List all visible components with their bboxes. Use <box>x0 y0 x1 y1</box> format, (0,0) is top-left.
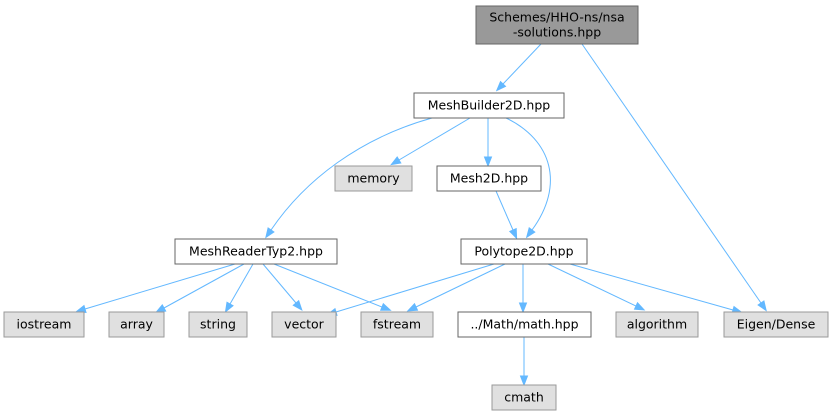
node-label: Eigen/Dense <box>737 317 816 332</box>
arrowhead-icon <box>75 304 87 313</box>
arrowhead-icon <box>154 304 167 313</box>
edge-meshreadertyp2-to-iostream <box>75 263 236 313</box>
edge-meshbuilder2d-to-memory <box>390 117 471 166</box>
node-string[interactable]: string <box>188 311 248 338</box>
edge-line <box>569 263 734 311</box>
edge-meshreadertyp2-to-vector <box>262 263 303 311</box>
node-array[interactable]: array <box>108 311 165 338</box>
arrowhead-icon <box>406 302 419 312</box>
edge-meshreadertyp2-to-string <box>224 263 254 314</box>
edge-line <box>273 263 383 308</box>
node-box <box>360 311 434 338</box>
edge-line <box>502 43 542 85</box>
node-label: Schemes/HHO-ns/nsa <box>489 10 624 25</box>
node-eigendense[interactable]: Eigen/Dense <box>723 311 829 338</box>
node-label: vector <box>284 317 325 332</box>
arrowhead-icon <box>390 156 402 166</box>
node-memory[interactable]: memory <box>334 165 413 192</box>
node-vector[interactable]: vector <box>271 311 337 338</box>
node-label: iostream <box>17 317 72 332</box>
edge-line <box>229 263 254 305</box>
node-label: cmath <box>504 390 544 405</box>
node-box <box>460 238 588 265</box>
node-box <box>413 92 565 119</box>
node-box <box>108 311 165 338</box>
edge-polytope2d-to-mathhpp <box>518 264 528 314</box>
edge-line <box>505 117 551 231</box>
edge-root-to-meshbuilder2d <box>495 43 542 92</box>
arrowhead-icon <box>265 227 275 239</box>
node-box <box>723 311 829 338</box>
arrowhead-icon <box>633 301 646 311</box>
arrowhead-icon <box>292 299 303 311</box>
node-label: memory <box>347 171 400 186</box>
edge-root-to-eigendense <box>581 43 767 312</box>
edge-line <box>547 263 637 307</box>
node-root[interactable]: Schemes/HHO-ns/nsa-solutions.hpp <box>475 5 639 45</box>
edge-polytope2d-to-eigendense <box>569 263 744 314</box>
edge-line <box>163 263 245 309</box>
node-box <box>188 311 248 338</box>
node-box <box>436 165 542 192</box>
arrowhead-icon <box>518 302 528 314</box>
node-label: array <box>120 317 153 332</box>
node-cmath[interactable]: cmath <box>491 384 557 411</box>
arrowhead-icon <box>525 227 536 239</box>
node-meshreadertyp2[interactable]: MeshReaderTyp2.hpp <box>174 238 338 265</box>
arrowhead-icon <box>379 302 392 311</box>
node-label: fstream <box>373 317 421 332</box>
arrowhead-icon <box>483 156 493 168</box>
edge-meshreadertyp2-to-fstream <box>273 263 392 311</box>
arrowhead-icon <box>508 227 518 240</box>
arrowhead-icon <box>757 300 767 312</box>
edge-line <box>398 117 471 161</box>
node-box <box>334 165 413 192</box>
edge-meshbuilder2d-to-polytope2d <box>505 117 551 239</box>
nodes-layer: Schemes/HHO-ns/nsa-solutions.hppMeshBuil… <box>3 5 829 411</box>
edge-line <box>84 263 236 310</box>
node-polytope2d[interactable]: Polytope2D.hpp <box>460 238 588 265</box>
edge-meshbuilder2d-to-mesh2d <box>483 118 493 168</box>
arrowhead-icon <box>495 80 507 92</box>
edge-line <box>335 263 495 313</box>
node-iostream[interactable]: iostream <box>3 311 85 338</box>
node-mathhpp[interactable]: ../Math/math.hpp <box>457 311 592 338</box>
edge-line <box>262 263 297 304</box>
node-label: Polytope2D.hpp <box>474 244 573 259</box>
node-label: -solutions.hpp <box>513 25 601 40</box>
edge-meshbuilder2d-to-meshreadertyp2 <box>265 117 433 239</box>
node-box <box>174 238 338 265</box>
edge-polytope2d-to-algorithm <box>547 263 646 311</box>
node-mesh2d[interactable]: Mesh2D.hpp <box>436 165 542 192</box>
node-box <box>271 311 337 338</box>
node-label: ../Math/math.hpp <box>470 317 578 332</box>
arrowhead-icon <box>224 301 234 314</box>
arrowhead-icon <box>519 375 529 387</box>
node-box <box>615 311 699 338</box>
node-label: MeshReaderTyp2.hpp <box>189 244 323 259</box>
node-label: Mesh2D.hpp <box>450 171 528 186</box>
edge-line <box>495 190 514 231</box>
edge-mathhpp-to-cmath <box>519 337 529 387</box>
node-algorithm[interactable]: algorithm <box>615 311 699 338</box>
node-label: MeshBuilder2D.hpp <box>428 98 551 113</box>
node-box <box>457 311 592 338</box>
edge-line <box>581 43 762 304</box>
node-box <box>475 5 639 45</box>
edge-line <box>415 263 506 308</box>
node-box <box>3 311 85 338</box>
edge-line <box>270 117 433 231</box>
edge-polytope2d-to-fstream <box>406 263 506 312</box>
node-fstream[interactable]: fstream <box>360 311 434 338</box>
node-label: string <box>200 317 236 332</box>
node-meshbuilder2d[interactable]: MeshBuilder2D.hpp <box>413 92 565 119</box>
edge-mesh2d-to-polytope2d <box>495 190 518 240</box>
node-box <box>491 384 557 411</box>
node-label: algorithm <box>627 317 687 332</box>
